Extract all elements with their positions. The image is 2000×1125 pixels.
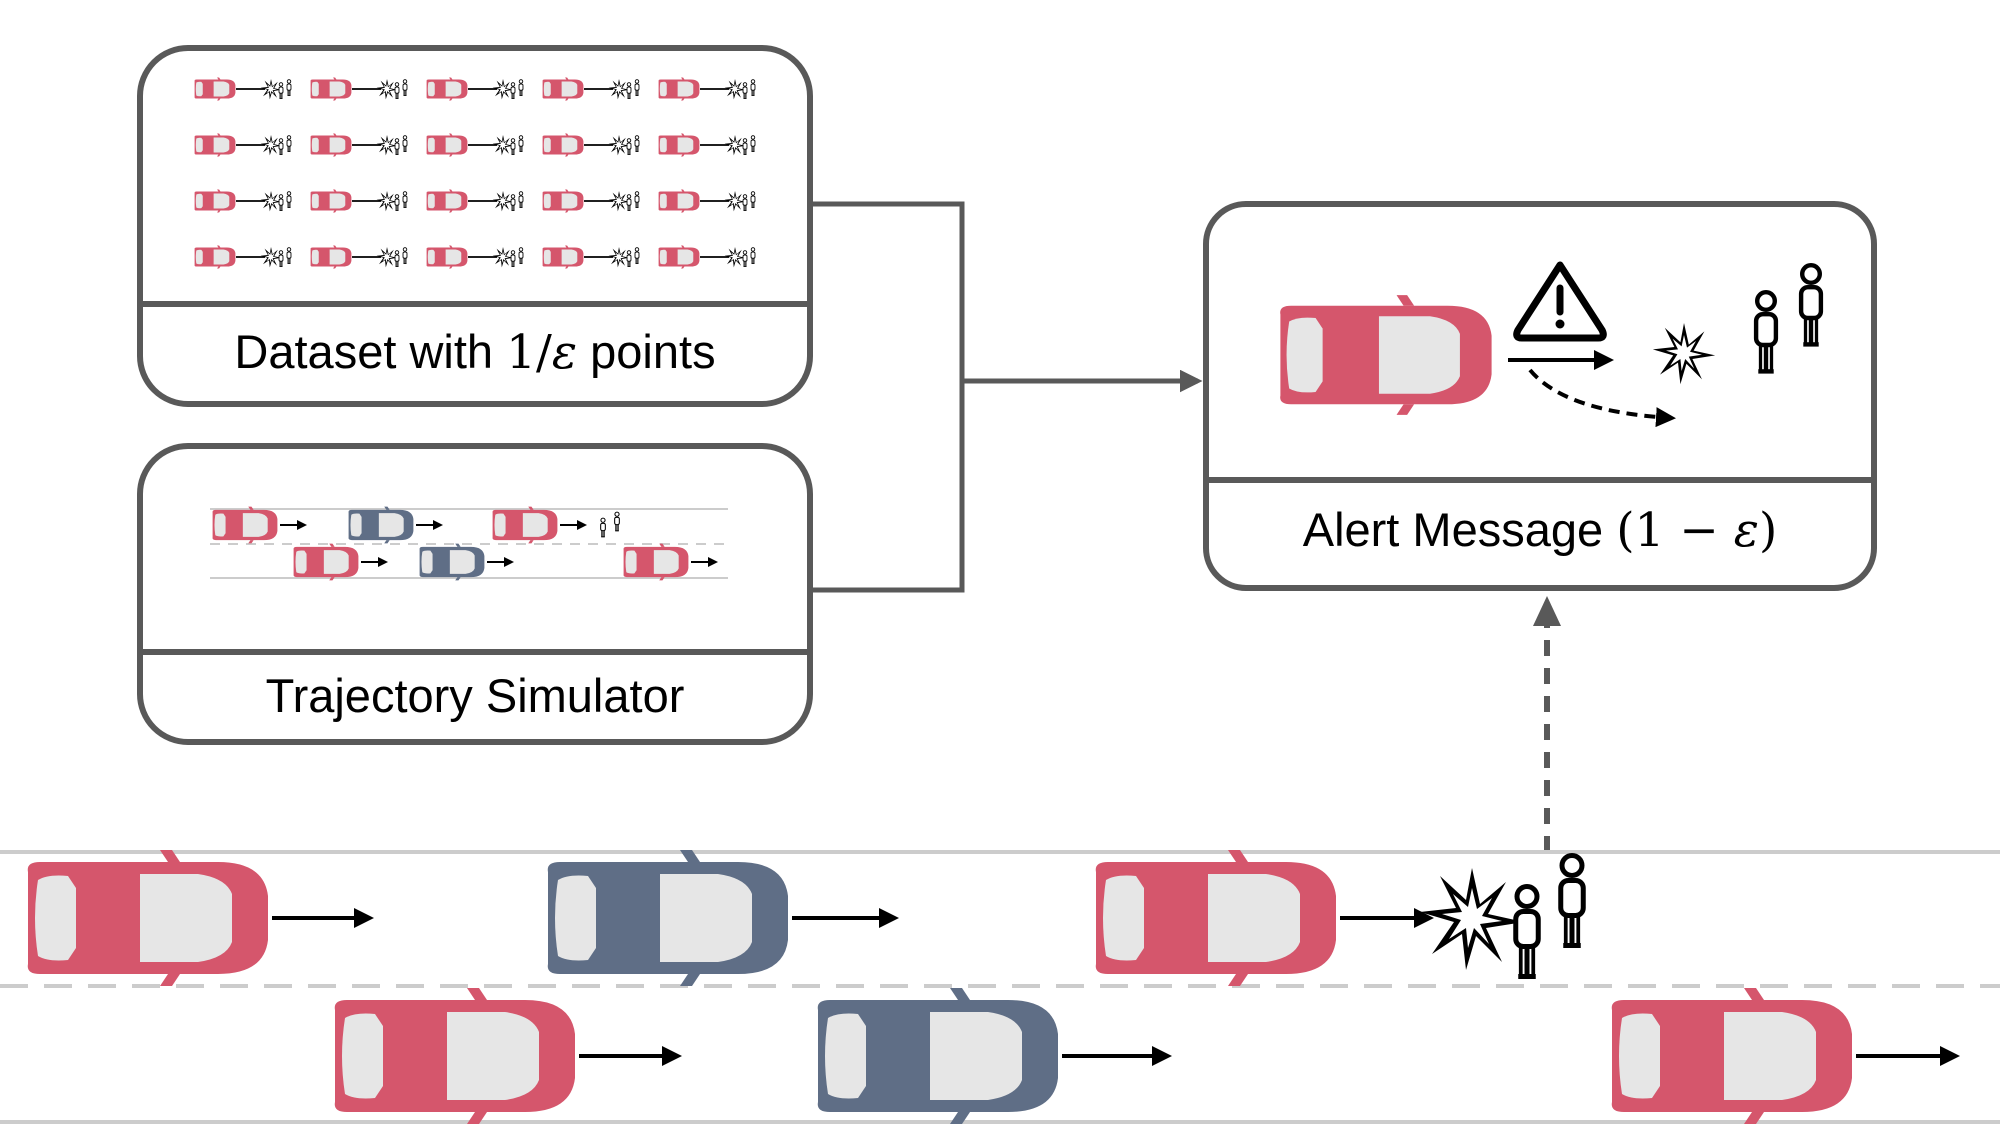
car-icon <box>817 988 1058 1124</box>
alert-caption-minus: − <box>1664 503 1733 558</box>
dataset-caption-math-slash: / <box>536 325 552 380</box>
car-icon <box>1611 988 1852 1124</box>
dataset-caption-epsilon: ε <box>552 325 577 380</box>
dataset-caption-suffix: points <box>577 325 715 378</box>
pedestrian-icon <box>600 517 606 538</box>
car-icon <box>348 506 414 544</box>
warning-icon <box>1513 261 1607 342</box>
dashed-curved-arrow-icon <box>1528 368 1676 428</box>
car-icon <box>27 850 268 986</box>
car-icon <box>547 850 788 986</box>
simulator-caption: Trajectory Simulator <box>266 669 685 722</box>
dataset-caption: Dataset with 1/ε points <box>234 325 715 380</box>
alert-caption-prefix: Alert Message <box>1303 503 1616 556</box>
car-icon <box>492 506 558 544</box>
pedestrian-icon <box>1801 265 1821 344</box>
pedestrian-icon <box>614 511 620 532</box>
simulator-mini-road <box>210 508 728 579</box>
collision-icon <box>1420 868 1524 970</box>
dataset-caption-math-num: 1 <box>506 325 536 380</box>
pedestrian-icon <box>1561 856 1584 946</box>
car-icon <box>334 988 575 1124</box>
road-scene <box>0 850 2000 1124</box>
alert-caption-one: 1 <box>1635 503 1665 558</box>
alert-caption: Alert Message (1 − ε) <box>1303 503 1778 558</box>
dataset-caption-prefix: Dataset with <box>234 325 506 378</box>
alert-box: Alert Message (1 − ε) <box>1203 201 1877 591</box>
car-icon <box>419 543 485 581</box>
simulator-mini-cars <box>212 506 718 581</box>
dashed-up-arrow <box>1533 596 1561 852</box>
alert-caption-open-paren: ( <box>1616 503 1634 558</box>
car-icon <box>1280 295 1492 415</box>
alert-caption-epsilon: ε <box>1734 503 1759 558</box>
dataset-box: Dataset with 1/ε points <box>137 45 813 407</box>
merge-connector <box>812 201 1203 593</box>
simulator-box: Trajectory Simulator <box>137 443 813 745</box>
pedestrian-icon <box>1516 887 1539 977</box>
alert-caption-close-paren: ) <box>1759 503 1777 558</box>
pedestrian-icon <box>1756 292 1776 371</box>
car-icon <box>293 543 359 581</box>
car-icon <box>623 543 689 581</box>
car-icon <box>1095 850 1336 986</box>
car-icon <box>212 506 278 544</box>
